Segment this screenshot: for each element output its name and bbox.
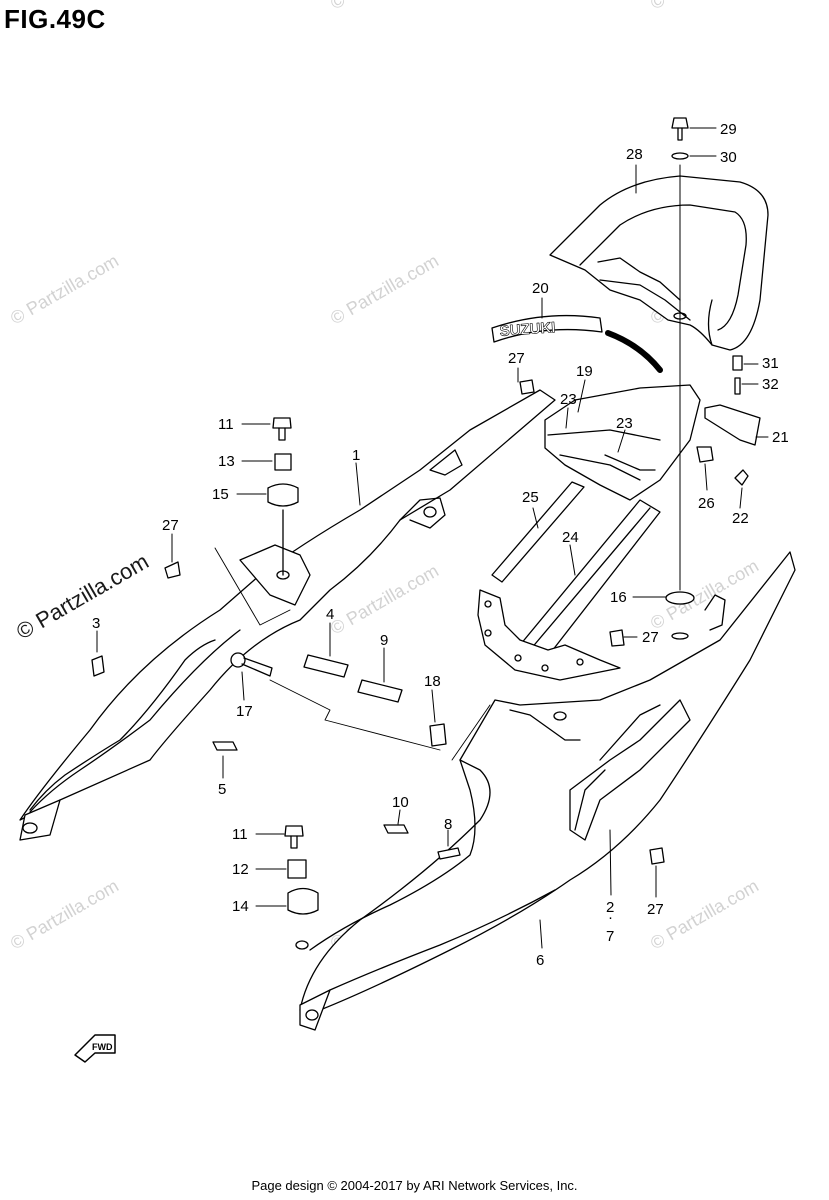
watermark: © Partzilla.com: [327, 250, 442, 328]
part-18-clip: [429, 723, 447, 747]
suzuki-decal-text: SUZUKI: [499, 319, 556, 340]
callout-11: 11: [218, 416, 234, 433]
callout-29: 29: [720, 121, 737, 138]
watermark: © Partzilla.com: [7, 250, 122, 328]
part-tray: [477, 589, 621, 681]
part-27-clip-right: [609, 629, 625, 647]
callout-19: 19: [576, 363, 593, 380]
callout-13: 13: [218, 453, 235, 470]
part-20-leader-curve: [605, 330, 663, 373]
callout-11: 11: [232, 826, 248, 843]
watermark: © Partzilla.com: [327, 0, 442, 13]
part-26-clip: [696, 446, 714, 463]
watermark: © Partzilla.com: [7, 875, 122, 953]
page-footer: Page design © 2004-2017 by ARI Network S…: [251, 1178, 578, 1193]
guide-lines: [214, 547, 491, 761]
callout-23: 23: [616, 415, 633, 432]
callout-7: 7: [606, 928, 614, 945]
callout-16: 16: [610, 589, 627, 606]
callout-23: 23: [560, 391, 577, 408]
callout-32: 32: [762, 376, 779, 393]
part-22-pad: [734, 469, 749, 486]
part-16-grommet-base: [671, 632, 689, 640]
part-32-screw: [734, 377, 741, 395]
callout-22: 22: [732, 510, 749, 527]
callout-10: 10: [392, 794, 409, 811]
part-20-suzuki-emblem: SUZUKI: [491, 314, 603, 343]
callout-21: 21: [772, 429, 789, 446]
part-15-grommet: [267, 483, 299, 507]
callout-18: 18: [424, 673, 441, 690]
callout-6: 6: [536, 952, 544, 969]
part-11-bolt-lower: [284, 825, 304, 849]
callout-8: 8: [444, 816, 452, 833]
part-3-decal: [91, 655, 105, 677]
part-9-decal: [357, 679, 403, 703]
part-8-decal: [437, 847, 461, 860]
part-25-strip: [491, 481, 585, 583]
part-21-strip: [704, 404, 761, 446]
part-10-decal: [383, 824, 409, 834]
callout-layer: 29 30 28 20 27 19 23 23 11 13 15 1 27 3 …: [92, 121, 789, 969]
part-28-grab-handle: [549, 175, 769, 351]
callout-3: 3: [92, 615, 100, 632]
part-27-clip-top: [519, 379, 535, 395]
callout-24: 24: [562, 529, 579, 546]
fwd-arrow-icon: FWD: [74, 1034, 116, 1063]
callout-27: 27: [642, 629, 659, 646]
part-5-decal: [212, 741, 238, 751]
part-6-right-tail-cover: [295, 551, 796, 1031]
part-27-clip-left: [164, 561, 181, 579]
callout-17: 17: [236, 703, 253, 720]
part-14-grommet: [287, 887, 319, 915]
callout-12: 12: [232, 861, 249, 878]
callout-27: 27: [508, 350, 525, 367]
watermark-large: © Partzilla.com: [12, 549, 153, 645]
figure-title: FIG.49C: [4, 4, 106, 34]
part-11-bolt-upper: [272, 417, 292, 441]
part-16-grommet: [665, 591, 695, 605]
part-12-collar: [287, 859, 307, 879]
callout-28: 28: [626, 146, 643, 163]
callout-14: 14: [232, 898, 249, 915]
callout-2: 2: [606, 899, 614, 916]
watermark: © Partzilla.com: [647, 0, 762, 13]
callout-20: 20: [532, 280, 549, 297]
callout-9: 9: [380, 632, 388, 649]
callout-15: 15: [212, 486, 229, 503]
part-27-clip-lower: [649, 847, 665, 865]
callout-27: 27: [647, 901, 664, 918]
leader-lines: [96, 127, 769, 949]
callout-5: 5: [218, 781, 226, 798]
part-1-left-tail-cover: [19, 389, 556, 841]
callout-2-7-separator: ·: [608, 909, 613, 926]
callout-31: 31: [762, 355, 779, 372]
part-31-collar: [732, 355, 743, 371]
callout-25: 25: [522, 489, 539, 506]
part-29-bolt: [671, 117, 689, 141]
part-13-collar: [274, 453, 292, 471]
part-19-tail-cover: [544, 384, 701, 501]
fwd-label: FWD: [92, 1042, 113, 1052]
callout-26: 26: [698, 495, 715, 512]
watermark: © Partzilla.com: [647, 875, 762, 953]
part-30-washer: [671, 152, 689, 160]
callout-27: 27: [162, 517, 179, 534]
part-17-bolt: [230, 652, 273, 677]
callout-30: 30: [720, 149, 737, 166]
callout-4: 4: [326, 606, 334, 623]
part-4-decal: [303, 654, 349, 678]
callout-1: 1: [352, 447, 360, 464]
